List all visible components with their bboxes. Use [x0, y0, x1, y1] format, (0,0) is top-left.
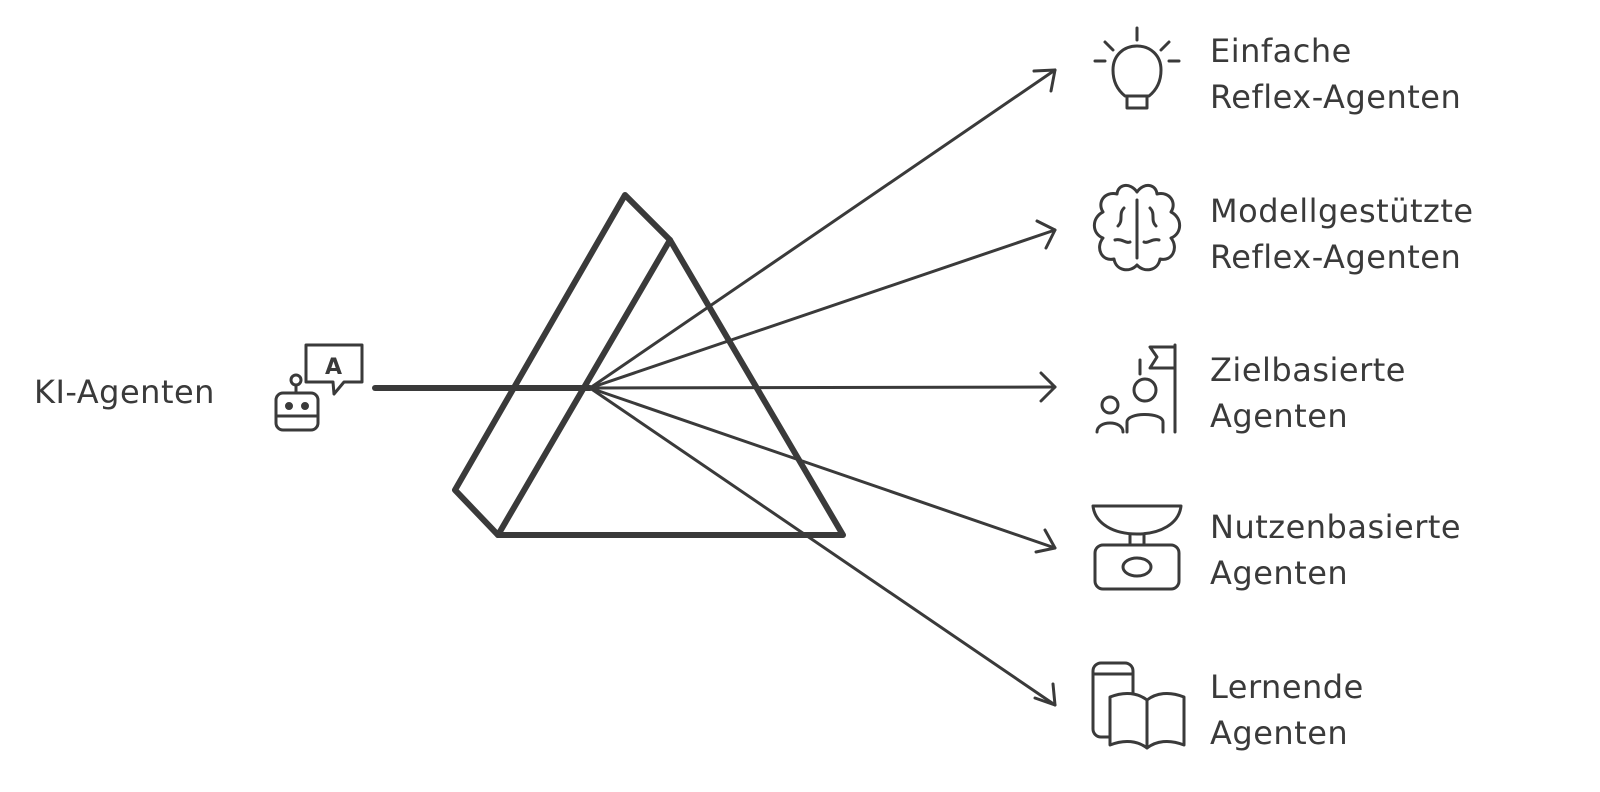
- prism-shape: [452, 192, 846, 538]
- ray-3: [588, 385, 1057, 390]
- output-4-line2: Agenten: [1210, 554, 1348, 592]
- arrowheads: [1032, 68, 1057, 707]
- ray-5: [588, 386, 1057, 707]
- output-item-2: Modellgestützte Reflex-Agenten: [1092, 184, 1474, 276]
- output-item-4: Nutzenbasierte Agenten: [1091, 504, 1461, 592]
- output-1-line1: Einfache: [1210, 32, 1352, 70]
- output-4-line1: Nutzenbasierte: [1210, 508, 1461, 546]
- output-item-5: Lernende Agenten: [1091, 661, 1364, 752]
- output-3-line1: Zielbasierte: [1210, 351, 1406, 389]
- output-2-line2: Reflex-Agenten: [1210, 238, 1461, 276]
- output-2-line1: Modellgestützte: [1210, 192, 1474, 230]
- arrowhead-5: [1033, 682, 1057, 707]
- bubble-letter: A: [325, 355, 342, 380]
- output-5-line1: Lernende: [1210, 668, 1364, 706]
- ray-2: [588, 228, 1057, 390]
- ray-4: [588, 386, 1057, 550]
- output-1-line2: Reflex-Agenten: [1210, 78, 1461, 116]
- rays: [588, 68, 1057, 707]
- scale-icon: [1091, 504, 1183, 591]
- output-item-1: Einfache Reflex-Agenten: [1093, 26, 1461, 116]
- output-3-line2: Agenten: [1210, 397, 1348, 435]
- arrowhead-4: [1034, 528, 1057, 554]
- output-item-3: Zielbasierte Agenten: [1095, 343, 1406, 435]
- ray-1: [588, 68, 1057, 390]
- goal-flag-people-icon: [1095, 343, 1177, 434]
- output-5-line2: Agenten: [1210, 714, 1348, 752]
- arrowhead-3: [1039, 371, 1057, 403]
- source-label: KI-Agenten: [34, 373, 215, 411]
- brain-icon: [1092, 184, 1182, 272]
- robot-translate-icon: A: [274, 343, 364, 432]
- phone-book-icon: [1091, 661, 1186, 750]
- lightbulb-icon: [1093, 26, 1181, 110]
- arrowhead-1: [1032, 68, 1057, 93]
- arrowhead-2: [1035, 219, 1057, 250]
